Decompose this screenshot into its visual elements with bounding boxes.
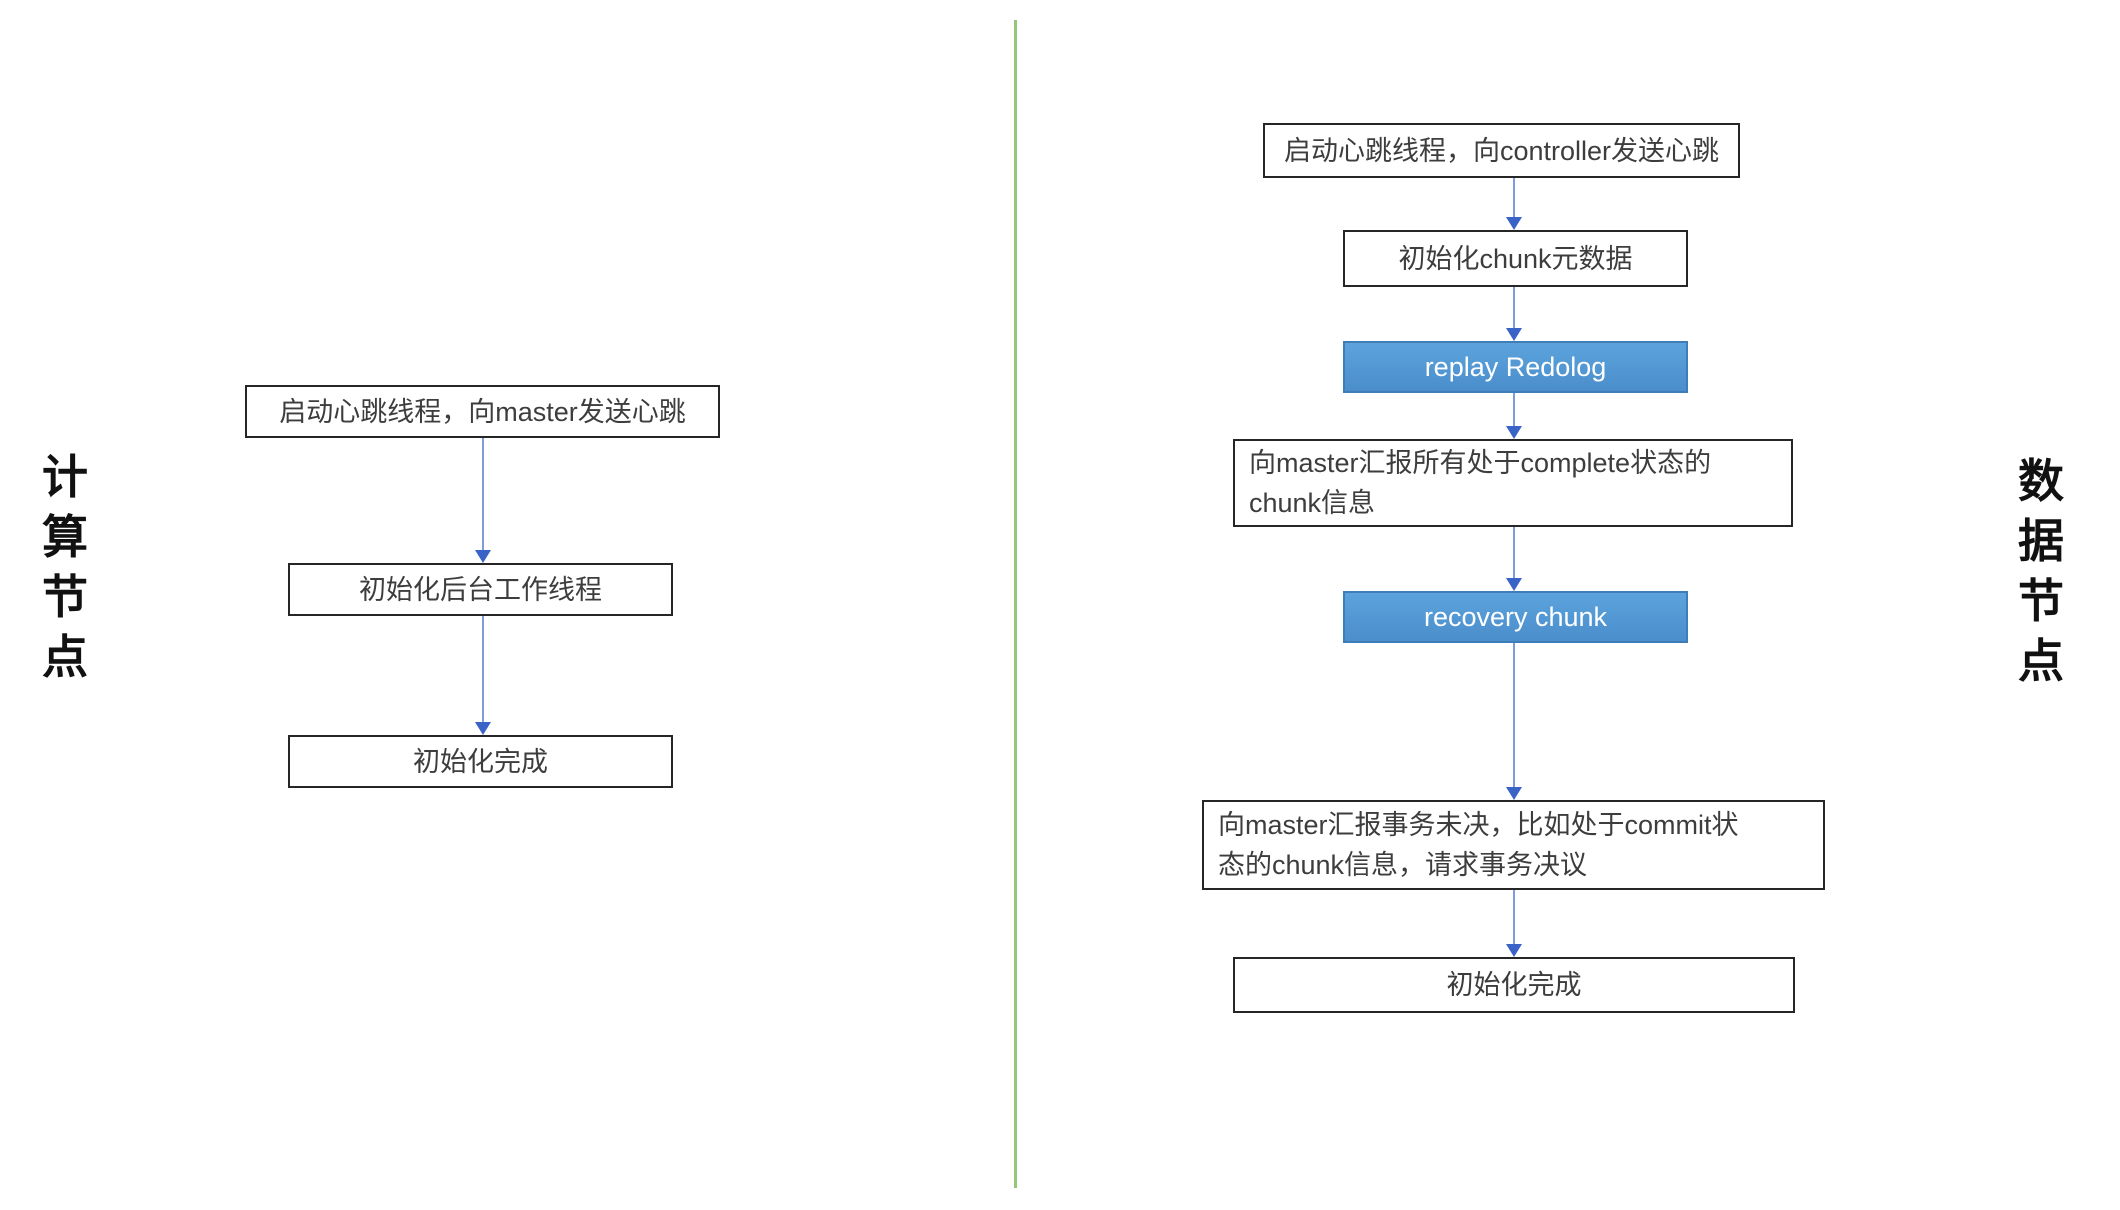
arrow-head xyxy=(1506,426,1522,439)
arrow-down-icon xyxy=(1506,178,1522,230)
arrow-shaft xyxy=(482,616,484,722)
arrow-shaft xyxy=(1513,393,1515,426)
arrow-down-icon xyxy=(475,438,491,563)
arrow-head xyxy=(1506,787,1522,800)
arrow-head xyxy=(1506,217,1522,230)
flow-node-replay-redolog: replay Redolog xyxy=(1343,341,1688,393)
arrow-down-icon xyxy=(1506,643,1522,800)
flow-node-init-complete-left: 初始化完成 xyxy=(288,735,673,788)
divider-line xyxy=(1014,20,1017,1188)
flow-node-report-complete-chunks: 向master汇报所有处于complete状态的 chunk信息 xyxy=(1233,439,1793,527)
arrow-down-icon xyxy=(475,616,491,735)
flow-node-init-complete-right: 初始化完成 xyxy=(1233,957,1795,1013)
flow-node-init-background-threads: 初始化后台工作线程 xyxy=(288,563,673,616)
arrow-shaft xyxy=(1513,287,1515,328)
arrow-shaft xyxy=(1513,643,1515,787)
arrow-shaft xyxy=(1513,527,1515,578)
arrow-down-icon xyxy=(1506,527,1522,591)
arrow-down-icon xyxy=(1506,393,1522,439)
arrow-down-icon xyxy=(1506,890,1522,957)
right-flow-label: 数据节点 xyxy=(2018,456,2064,687)
arrow-shaft xyxy=(1513,178,1515,217)
flow-node-recovery-chunk: recovery chunk xyxy=(1343,591,1688,643)
arrow-head xyxy=(1506,578,1522,591)
flow-node-start-heartbeat-master: 启动心跳线程，向master发送心跳 xyxy=(245,385,720,438)
flow-node-report-pending-transactions: 向master汇报事务未决，比如处于commit状 态的chunk信息，请求事务… xyxy=(1202,800,1825,890)
arrow-head xyxy=(1506,328,1522,341)
arrow-shaft xyxy=(1513,890,1515,944)
arrow-shaft xyxy=(482,438,484,550)
left-flow-label: 计算节点 xyxy=(42,452,88,683)
arrow-head xyxy=(475,550,491,563)
flow-node-start-heartbeat-controller: 启动心跳线程，向controller发送心跳 xyxy=(1263,123,1740,178)
flow-node-init-chunk-metadata: 初始化chunk元数据 xyxy=(1343,230,1688,287)
arrow-head xyxy=(1506,944,1522,957)
arrow-head xyxy=(475,722,491,735)
arrow-down-icon xyxy=(1506,287,1522,341)
